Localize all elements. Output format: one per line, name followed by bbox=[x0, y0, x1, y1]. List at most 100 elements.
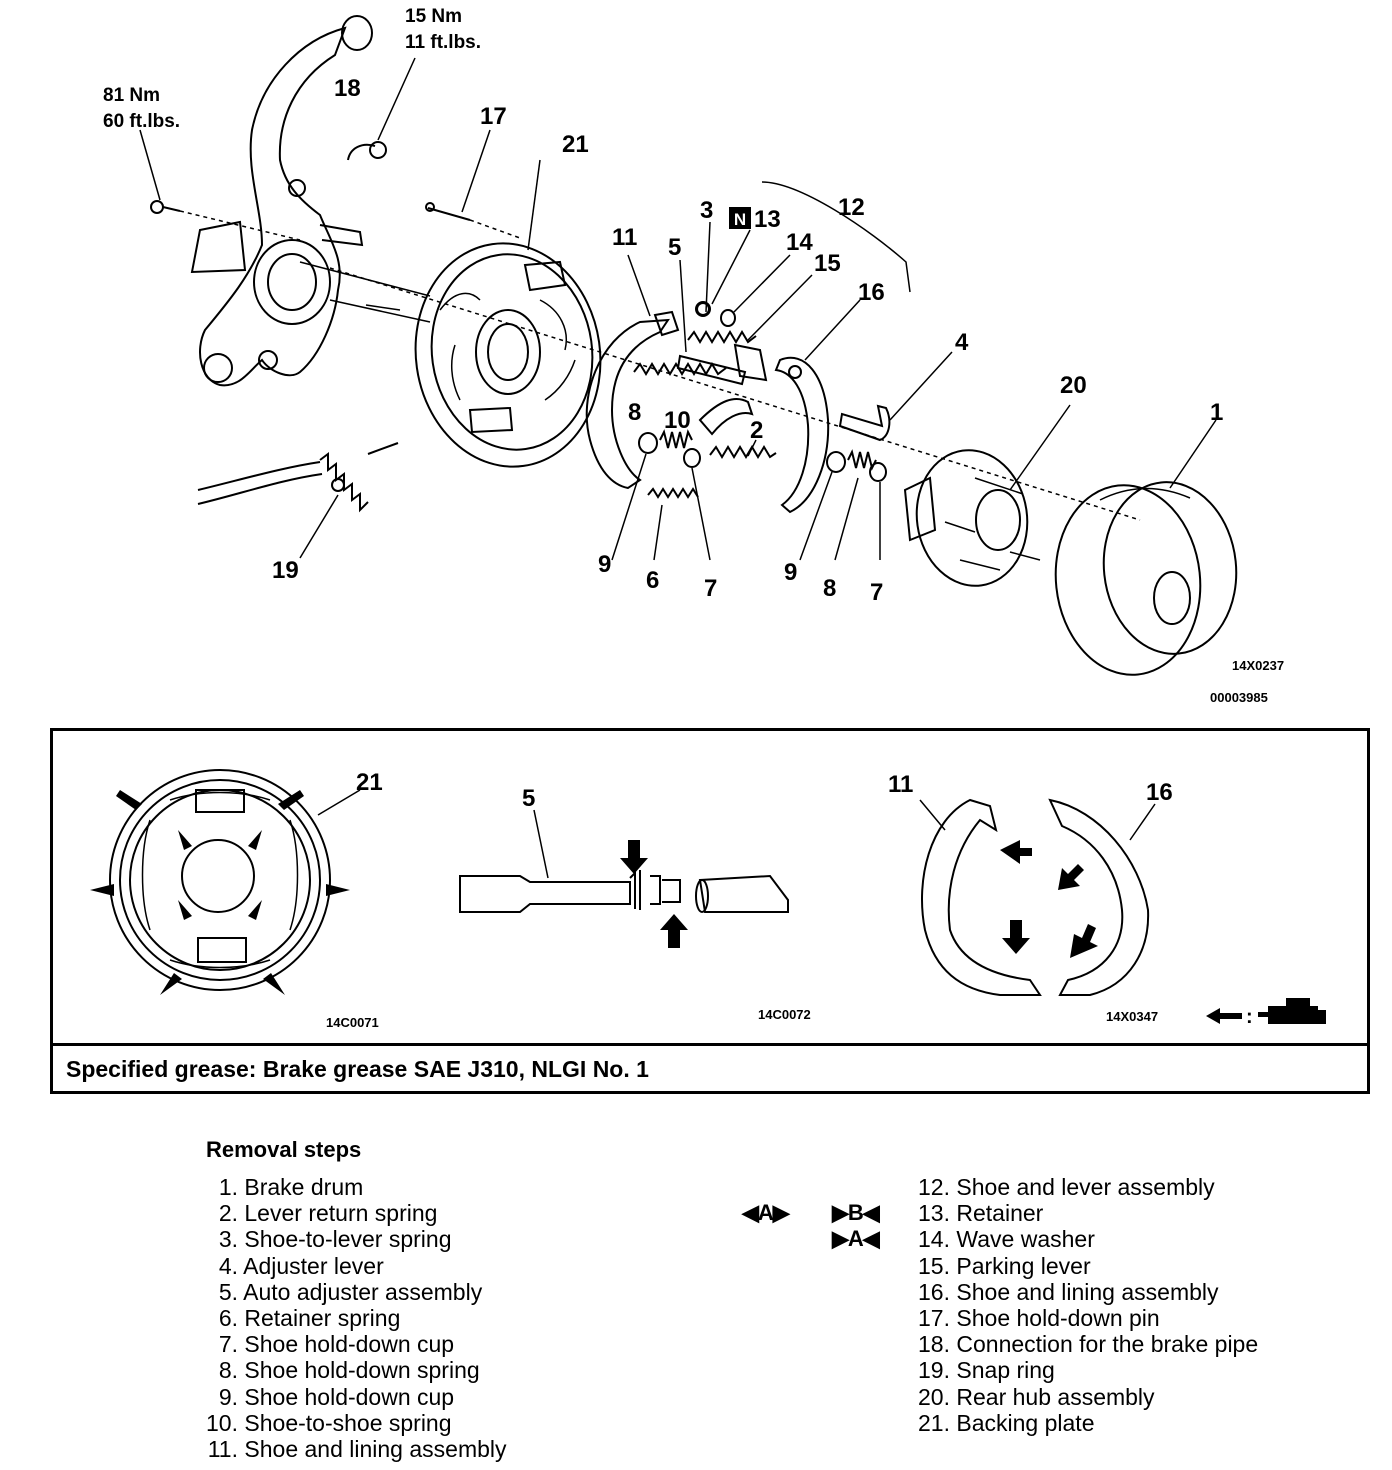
callout-5: 5 bbox=[668, 234, 681, 261]
step-text: Adjuster lever bbox=[243, 1252, 384, 1279]
rear-hub-assembly bbox=[903, 404, 1071, 587]
step-number: 17. bbox=[918, 1305, 950, 1332]
step-text: Parking lever bbox=[956, 1252, 1091, 1279]
removal-steps-right: 12. Shoe and lever assembly 13. Retainer… bbox=[910, 1174, 1258, 1436]
step-number: 20. bbox=[918, 1383, 950, 1410]
step-text: Shoe hold-down cup bbox=[244, 1331, 455, 1358]
lever-return-spring bbox=[709, 439, 777, 459]
callout-8a: 8 bbox=[628, 399, 641, 426]
grease-note-text: Specified grease: Brake grease SAE J310,… bbox=[66, 1056, 649, 1082]
grease-shoes bbox=[919, 798, 1156, 996]
figure-code-adjuster: 14C0072 bbox=[758, 1007, 811, 1022]
callout-2: 2 bbox=[750, 417, 763, 444]
figure-code-main-b: 00003985 bbox=[1210, 690, 1268, 705]
callout-21: 21 bbox=[562, 131, 589, 158]
callout-20: 20 bbox=[1060, 372, 1087, 399]
step-number: 10. bbox=[206, 1409, 238, 1436]
parking-brake-cable bbox=[197, 442, 399, 559]
removal-step: 2. Lever return spring bbox=[198, 1200, 507, 1226]
removal-step: 7. Shoe hold-down cup bbox=[198, 1331, 507, 1357]
step-text: Backing plate bbox=[956, 1409, 1095, 1436]
callout-4: 4 bbox=[955, 329, 969, 356]
callout-1: 1 bbox=[1210, 399, 1223, 426]
step-number: 1. bbox=[218, 1174, 238, 1200]
callout-3: 3 bbox=[700, 197, 713, 224]
removal-step: 21. Backing plate bbox=[910, 1410, 1258, 1436]
shoe-to-lever-spring bbox=[687, 221, 757, 344]
removal-step: 16. Shoe and lining assembly bbox=[910, 1279, 1258, 1305]
callout-11: 11 bbox=[612, 224, 637, 251]
grease-gun-icon bbox=[1258, 998, 1326, 1024]
torque-knuckle-nm: 81 Nm bbox=[103, 85, 160, 106]
removal-step: 13. Retainer bbox=[910, 1200, 1258, 1226]
grease-panel bbox=[50, 728, 1370, 1094]
removal-step: 10. Shoe-to-shoe spring bbox=[198, 1410, 507, 1436]
removal-step: 3. Shoe-to-lever spring bbox=[198, 1226, 507, 1252]
step-text: Wave washer bbox=[956, 1226, 1095, 1253]
badge-a-install-14: ▶A◀ bbox=[832, 1226, 880, 1251]
step-number: 9. bbox=[218, 1383, 238, 1410]
badge-a-removal-service: ◀A▶ bbox=[742, 1200, 790, 1225]
step-number: 3. bbox=[218, 1226, 238, 1253]
step-text: Shoe and lining assembly bbox=[244, 1436, 507, 1463]
callout-14: 14 bbox=[786, 229, 813, 256]
step-number: 5. bbox=[218, 1278, 238, 1305]
callout-18: 18 bbox=[334, 75, 361, 102]
removal-step: 18. Connection for the brake pipe bbox=[910, 1331, 1258, 1357]
removal-step: 1. Brake drum bbox=[198, 1174, 507, 1200]
step-text: Retainer spring bbox=[244, 1305, 401, 1332]
callout-19: 19 bbox=[272, 557, 299, 584]
callout-8b: 8 bbox=[823, 575, 836, 602]
step-number: 19. bbox=[918, 1357, 950, 1384]
step-text: Snap ring bbox=[956, 1357, 1055, 1384]
shoe-lining-11 bbox=[585, 254, 680, 490]
grease-backing-plate bbox=[109, 769, 361, 991]
grease-callout-16: 16 bbox=[1146, 779, 1173, 806]
non-reusable-icon bbox=[729, 207, 751, 229]
callout-13: 13 bbox=[754, 206, 781, 233]
step-text: Retainer bbox=[956, 1200, 1044, 1227]
step-number: 21. bbox=[918, 1409, 950, 1436]
callout-12: 12 bbox=[838, 194, 865, 221]
removal-step: 14. Wave washer bbox=[910, 1226, 1258, 1252]
grease-arrows-shoes bbox=[1000, 840, 1098, 958]
removal-steps-title: Removal steps bbox=[206, 1137, 362, 1162]
removal-step: 8. Shoe hold-down spring bbox=[198, 1357, 507, 1383]
figure-code-main-a: 14X0237 bbox=[1232, 658, 1284, 673]
axle-shaft bbox=[299, 261, 431, 323]
step-text: Lever return spring bbox=[244, 1200, 438, 1227]
hold-down-set-right bbox=[799, 449, 887, 561]
callout-7a: 7 bbox=[704, 575, 717, 602]
step-text: Brake drum bbox=[244, 1174, 364, 1200]
badge-b-install-13: ▶B◀ bbox=[832, 1200, 880, 1225]
step-text: Shoe hold-down spring bbox=[244, 1357, 480, 1384]
step-number: 8. bbox=[218, 1357, 238, 1384]
step-number: 16. bbox=[918, 1278, 950, 1305]
parking-lever-link-15 bbox=[747, 274, 813, 341]
step-number: 2. bbox=[218, 1200, 238, 1227]
step-text: Auto adjuster assembly bbox=[243, 1278, 483, 1305]
step-number: 7. bbox=[218, 1331, 238, 1358]
steering-knuckle bbox=[190, 15, 373, 387]
grease-callout-21: 21 bbox=[356, 769, 383, 796]
step-number: 13. bbox=[918, 1200, 950, 1227]
torque-knuckle-ftlbs: 60 ft.lbs. bbox=[103, 111, 180, 132]
bracket-12 bbox=[761, 181, 911, 293]
brake-pipe-connection bbox=[347, 57, 416, 161]
knuckle-bolt bbox=[139, 129, 301, 241]
auto-adjuster-assembly bbox=[676, 259, 747, 386]
step-number: 14. bbox=[918, 1226, 950, 1253]
wave-washer-14 bbox=[720, 254, 791, 327]
step-text: Shoe-to-shoe spring bbox=[244, 1409, 452, 1436]
grease-arrows-adjuster bbox=[620, 840, 688, 948]
figure-code-shoes: 14X0347 bbox=[1106, 1009, 1158, 1024]
step-text: Shoe-to-lever spring bbox=[244, 1226, 452, 1253]
step-text: Shoe hold-down pin bbox=[956, 1305, 1160, 1332]
removal-step: 19. Snap ring bbox=[910, 1357, 1258, 1383]
removal-step: 4. Adjuster lever bbox=[198, 1253, 507, 1279]
step-number: 11. bbox=[207, 1436, 238, 1463]
grease-legend-arrow-icon bbox=[1206, 1008, 1242, 1024]
parking-lever bbox=[698, 343, 768, 436]
callout-7b: 7 bbox=[870, 579, 883, 606]
